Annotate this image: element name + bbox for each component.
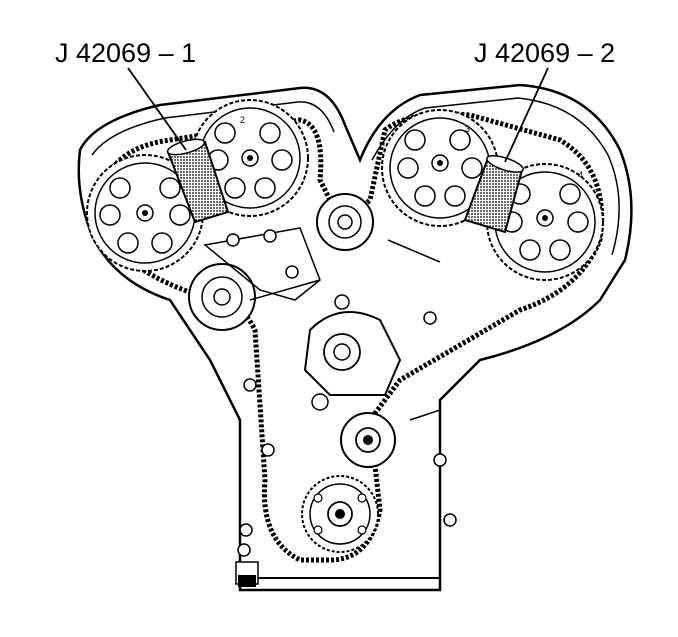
bolt — [423, 311, 437, 325]
bolt — [433, 453, 447, 467]
left-intake-cam-gear: 2 — [191, 99, 309, 217]
bolt — [243, 378, 257, 392]
tool-callout-j42069-2: J 42069 – 2 — [474, 38, 616, 68]
bolt — [261, 443, 275, 457]
cam-number-4: 4 — [578, 170, 583, 180]
cam-number-3: 3 — [465, 124, 470, 134]
bolt — [443, 513, 457, 527]
cam-number-2: 2 — [240, 115, 245, 125]
leader-line-tool-1 — [127, 67, 187, 151]
tensioner-bracket — [203, 227, 321, 301]
front-cover-outline — [77, 83, 633, 592]
bolt — [237, 543, 251, 557]
timing-belt — [97, 111, 605, 563]
idler-pulley — [316, 193, 374, 251]
lower-bracket — [235, 561, 440, 587]
tensioner-pulley — [188, 263, 256, 331]
tool-callout-j42069-1: J 42069 – 1 — [55, 38, 197, 68]
bolt — [239, 523, 253, 537]
right-intake-cam-gear: 3 — [381, 109, 499, 227]
crankshaft-sprocket — [301, 475, 379, 553]
cam-holding-tool-right — [463, 155, 524, 234]
cam-holding-tool-left — [166, 138, 230, 224]
left-exhaust-cam-gear — [86, 154, 204, 272]
leader-line-tool-2 — [504, 67, 549, 163]
lower-idler-pulley — [340, 412, 396, 468]
water-pump — [303, 294, 402, 411]
